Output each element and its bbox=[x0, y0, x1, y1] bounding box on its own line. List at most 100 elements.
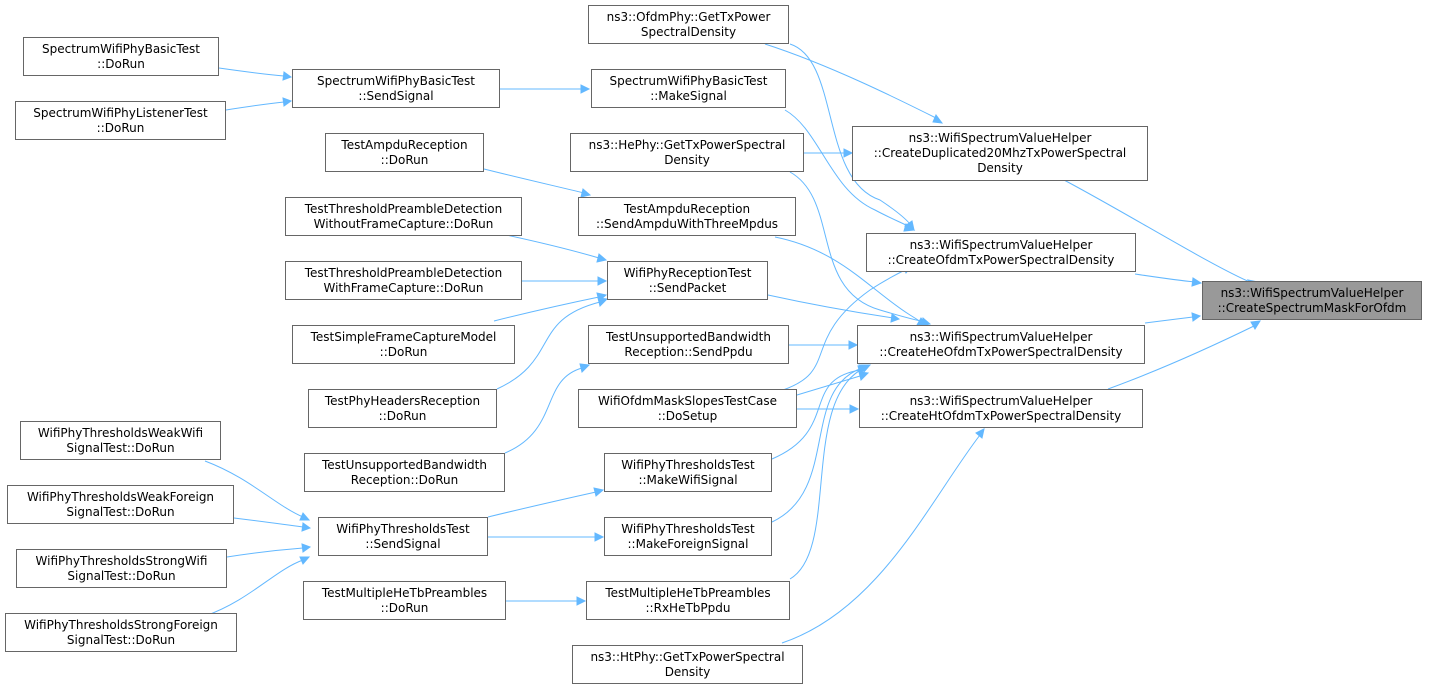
node-line: ns3::OfdmPhy::GetTxPower bbox=[606, 9, 771, 24]
edge-sendampdu-to-heofdm bbox=[774, 236, 922, 323]
edge-arrowhead bbox=[903, 223, 916, 232]
node-line: WithoutFrameCapture::DoRun bbox=[313, 216, 494, 231]
node-basic-test-do-run[interactable]: SpectrumWifiPhyBasicTest ::DoRun bbox=[23, 37, 219, 76]
edge-strongwifi-to-sendsignal2 bbox=[226, 547, 304, 558]
edge-heofdm-to-root bbox=[1144, 316, 1194, 324]
node-line: SignalTest::DoRun bbox=[66, 440, 175, 455]
edge-ampdurun-to-sendampdu bbox=[483, 168, 585, 194]
edge-tpdwithout-to-sendpacket bbox=[496, 232, 600, 259]
node-send-packet[interactable]: WifiPhyReceptionTest ::SendPacket bbox=[607, 261, 768, 300]
edge-htphy-to-htofdm bbox=[781, 434, 981, 644]
edge-simplefc-to-sendpacket bbox=[493, 296, 600, 322]
node-make-foreign-signal[interactable]: WifiPhyThresholdsTest ::MakeForeignSigna… bbox=[604, 517, 772, 556]
node-ofdmphy-get-tx-psd[interactable]: ns3::OfdmPhy::GetTxPower SpectralDensity bbox=[588, 5, 789, 44]
node-weak-wifi-signal-test[interactable]: WifiPhyThresholdsWeakWifi SignalTest::Do… bbox=[20, 421, 221, 460]
node-line: TestPhyHeadersReception bbox=[324, 393, 481, 408]
edge-arrowhead bbox=[301, 543, 312, 553]
node-create-ofdm-tx-psd[interactable]: ns3::WifiSpectrumValueHelper ::CreateOfd… bbox=[866, 233, 1136, 272]
edge-listenerrun-to-sendsignal1 bbox=[225, 101, 285, 111]
node-line: ns3::WifiSpectrumValueHelper bbox=[909, 237, 1093, 252]
node-ampdu-do-run[interactable]: TestAmpduReception ::DoRun bbox=[325, 133, 484, 172]
node-line: ns3::WifiSpectrumValueHelper bbox=[908, 131, 1092, 145]
edge-arrowhead bbox=[890, 313, 901, 323]
node-line: ns3::WifiSpectrumValueHelper bbox=[1220, 285, 1404, 300]
node-line: WifiPhyThresholdsWeakForeign bbox=[26, 489, 215, 504]
edge-arrowhead bbox=[579, 363, 591, 373]
node-line: SignalTest::DoRun bbox=[66, 632, 176, 647]
node-line: ns3::HePhy::GetTxPowerSpectral bbox=[588, 137, 786, 152]
node-thresholds-send-signal[interactable]: WifiPhyThresholdsTest ::SendSignal bbox=[318, 517, 488, 556]
node-line: WifiOfdmMaskSlopesTestCase bbox=[598, 393, 777, 408]
node-create-spectrum-mask-for-ofdm: ns3::WifiSpectrumValueHelper ::CreateSpe… bbox=[1202, 281, 1422, 320]
edge-arrowhead bbox=[597, 276, 608, 286]
node-line: WifiPhyThresholdsTest bbox=[336, 521, 470, 536]
node-hephy-get-tx-psd[interactable]: ns3::HePhy::GetTxPowerSpectral Density bbox=[570, 133, 804, 172]
node-line: SignalTest::DoRun bbox=[66, 504, 175, 519]
node-line: WifiPhyThresholdsStrongWifi bbox=[35, 553, 208, 568]
node-line: ::DoSetup bbox=[657, 408, 718, 423]
node-line: WifiPhyReceptionTest bbox=[623, 265, 752, 280]
node-send-ppdu[interactable]: TestUnsupportedBandwidth Reception::Send… bbox=[588, 325, 789, 364]
node-line: ::DoRun bbox=[380, 152, 429, 167]
node-basic-send-signal[interactable]: SpectrumWifiPhyBasicTest ::SendSignal bbox=[292, 69, 500, 108]
node-line: ::CreateHeOfdmTxPowerSpectralDensity bbox=[879, 344, 1123, 359]
edge-arrowhead bbox=[282, 97, 293, 107]
node-make-signal[interactable]: SpectrumWifiPhyBasicTest ::MakeSignal bbox=[591, 69, 786, 108]
edge-arrowhead bbox=[843, 148, 854, 158]
node-unsupported-bw-do-run[interactable]: TestUnsupportedBandwidth Reception::DoRu… bbox=[304, 453, 505, 492]
node-strong-wifi-signal-test[interactable]: WifiPhyThresholdsStrongWifi SignalTest::… bbox=[16, 549, 227, 588]
node-line: TestAmpduReception bbox=[341, 137, 468, 152]
node-line: SpectrumWifiPhyBasicTest bbox=[609, 73, 768, 88]
edge-masksetup-to-ofdmtx bbox=[782, 269, 906, 391]
edge-arrowhead bbox=[299, 512, 311, 521]
node-line: Density bbox=[664, 152, 710, 167]
node-line: TestThresholdPreambleDetection bbox=[304, 265, 503, 280]
node-line: WifiPhyThresholdsWeakWifi bbox=[37, 425, 204, 440]
node-line: SpectrumWifiPhyListenerTest bbox=[33, 105, 208, 120]
node-line: TestUnsupportedBandwidth bbox=[322, 457, 487, 472]
node-line: ::MakeWifiSignal bbox=[638, 472, 738, 487]
node-tpd-without-frame-capture[interactable]: TestThresholdPreambleDetection WithoutFr… bbox=[285, 197, 522, 236]
node-send-ampdu-with-three-mpdus[interactable]: TestAmpduReception ::SendAmpduWithThreeM… bbox=[578, 197, 796, 236]
edge-hephy-to-heofdm bbox=[789, 171, 926, 323]
node-listener-test-do-run[interactable]: SpectrumWifiPhyListenerTest ::DoRun bbox=[15, 101, 226, 140]
node-phy-headers-reception[interactable]: TestPhyHeadersReception ::DoRun bbox=[308, 389, 497, 428]
node-tpd-with-frame-capture[interactable]: TestThresholdPreambleDetection WithFrame… bbox=[285, 261, 522, 300]
node-create-ht-ofdm-tx-psd[interactable]: ns3::WifiSpectrumValueHelper ::CreateHtO… bbox=[859, 389, 1143, 428]
node-htphy-get-tx-psd[interactable]: ns3::HtPhy::GetTxPowerSpectral Density bbox=[572, 645, 803, 684]
edge-arrowhead bbox=[975, 428, 985, 439]
node-line: ::DoRun bbox=[97, 56, 145, 71]
node-line: SpectralDensity bbox=[640, 24, 737, 39]
node-make-wifi-signal[interactable]: WifiPhyThresholdsTest ::MakeWifiSignal bbox=[604, 453, 772, 492]
node-line: ::DoRun bbox=[378, 408, 427, 423]
node-create-he-ofdm-tx-psd[interactable]: ns3::WifiSpectrumValueHelper ::CreateHeO… bbox=[857, 325, 1145, 364]
node-line: ::CreateDuplicated20MhzTxPowerSpectral bbox=[873, 146, 1127, 160]
node-strong-foreign-signal-test[interactable]: WifiPhyThresholdsStrongForeign SignalTes… bbox=[5, 613, 237, 652]
node-line: WifiPhyThresholdsTest bbox=[621, 521, 755, 536]
edge-arrowhead bbox=[594, 532, 605, 542]
node-line: Reception::DoRun bbox=[350, 472, 459, 487]
node-line: ::RxHeTbPpdu bbox=[645, 600, 731, 615]
node-weak-foreign-signal-test[interactable]: WifiPhyThresholdsWeakForeign SignalTest:… bbox=[7, 485, 234, 524]
node-multiple-he-tb-do-run[interactable]: TestMultipleHeTbPreambles ::DoRun bbox=[303, 581, 506, 620]
edge-phyheaders-to-sendpacket bbox=[496, 301, 601, 390]
edge-arrowhead bbox=[580, 188, 592, 198]
edge-weakwifi-to-sendsignal2 bbox=[204, 460, 304, 518]
edge-arrowhead bbox=[596, 253, 608, 263]
node-line: ::CreateOfdmTxPowerSpectralDensity bbox=[887, 252, 1115, 267]
node-mask-slopes-do-setup[interactable]: WifiOfdmMaskSlopesTestCase ::DoSetup bbox=[578, 389, 797, 428]
node-line: TestMultipleHeTbPreambles bbox=[321, 585, 488, 600]
node-simple-frame-capture[interactable]: TestSimpleFrameCaptureModel ::DoRun bbox=[292, 325, 515, 364]
edge-makeforeign-to-heofdm bbox=[771, 367, 863, 523]
edge-arrowhead bbox=[282, 71, 293, 81]
edge-makesignal-to-ofdmtx bbox=[784, 109, 909, 227]
edge-arrowhead bbox=[1191, 312, 1202, 322]
node-rx-he-tb-ppdu[interactable]: TestMultipleHeTbPreambles ::RxHeTbPpdu bbox=[586, 581, 790, 620]
node-line: TestMultipleHeTbPreambles bbox=[605, 585, 771, 600]
edge-strongforeign-to-sendsignal2 bbox=[204, 559, 304, 617]
node-line: ::DoRun bbox=[380, 600, 429, 615]
edge-weakforeign-to-sendsignal2 bbox=[233, 517, 304, 528]
node-create-duplicated-20mhz[interactable]: ns3::WifiSpectrumValueHelper ::CreateDup… bbox=[852, 126, 1148, 181]
edge-arrowhead bbox=[301, 522, 312, 532]
